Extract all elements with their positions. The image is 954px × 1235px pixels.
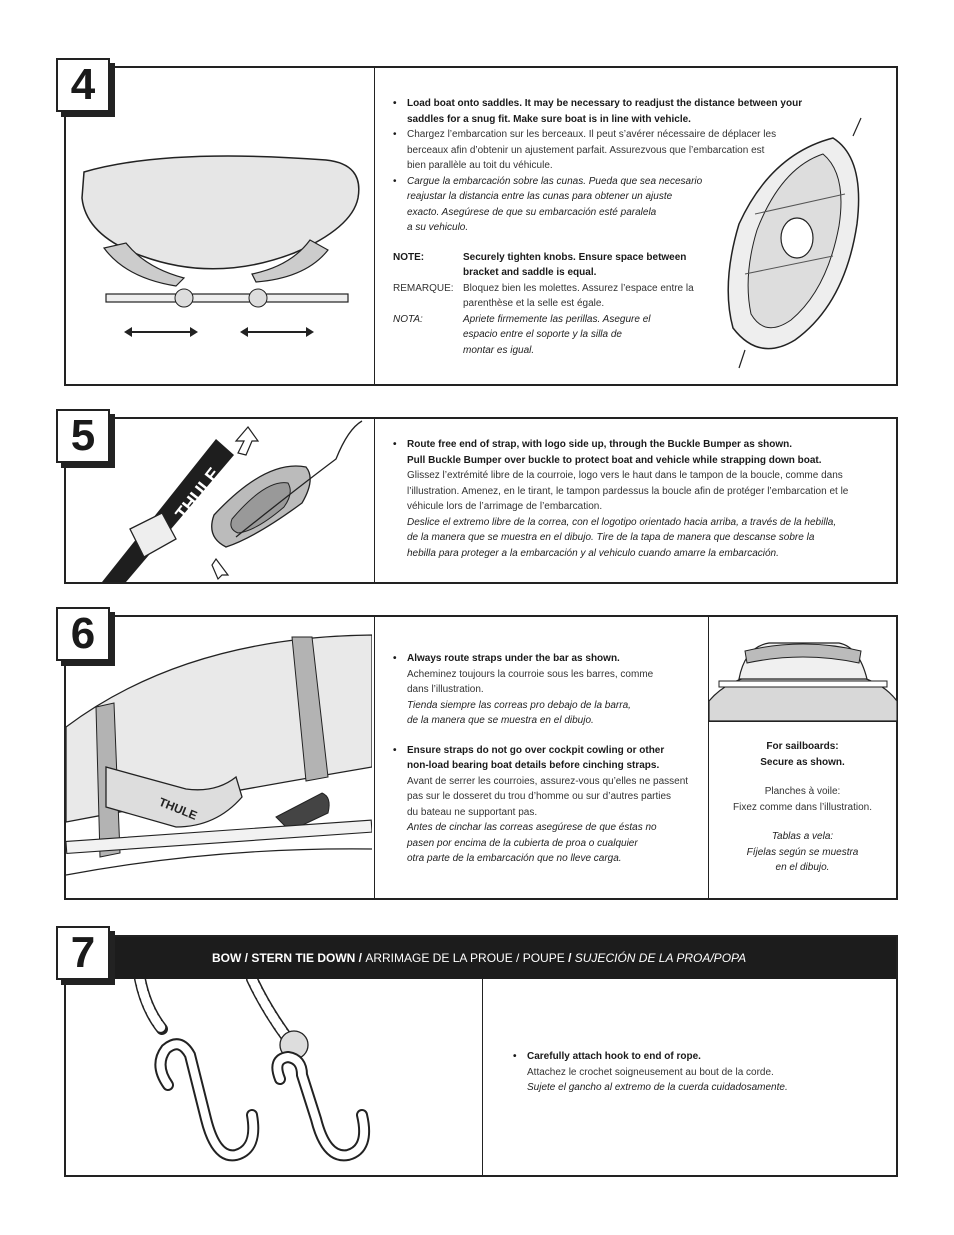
step-4-note-es: NOTA: Apriete firmemente las perillas. A…	[393, 313, 651, 356]
step-4-bullet-es: Cargue la embarcación sobre las cunas. P…	[393, 174, 833, 236]
step-4-text-cell: Load boat onto saddles. It may be necess…	[374, 68, 896, 384]
step-6-text-cell: Always route straps under the bar as sho…	[374, 617, 708, 898]
step-4-instructions: Load boat onto saddles. It may be necess…	[393, 96, 833, 358]
step-4-note-fr: REMARQUE: Bloquez bien les molettes. Ass…	[393, 282, 694, 310]
sailboard-on-car-illustration	[709, 642, 897, 721]
kayak-straps-illustration: THULE	[66, 634, 372, 876]
step-6-panel: THULE Always route straps under the bar …	[64, 615, 898, 900]
step-5-badge: 5	[56, 409, 110, 463]
step-5-bullet: Route free end of strap, with logo side …	[393, 437, 893, 561]
sailboard-instructions: For sailboards: Secure as shown. Planche…	[733, 741, 872, 873]
step-4-panel: Load boat onto saddles. It may be necess…	[64, 66, 898, 386]
step-7-banner: BOW / STERN TIE DOWN / ARRIMAGE DE LA PR…	[66, 937, 896, 979]
step-6-bullet-2: Ensure straps do not go over cockpit cow…	[393, 743, 703, 867]
step-4-badge: 4	[56, 58, 110, 112]
step-6-instructions: Always route straps under the bar as sho…	[393, 651, 703, 867]
step-7-badge: 7	[56, 926, 110, 980]
step-7-panel: BOW / STERN TIE DOWN / ARRIMAGE DE LA PR…	[64, 935, 898, 1177]
step-5-illustration: THULE	[66, 419, 374, 582]
step-4-bullet-en: Load boat onto saddles. It may be necess…	[393, 96, 833, 127]
step-7-instructions: Carefully attach hook to end of rope. At…	[513, 1049, 873, 1096]
step-6-badge: 6	[56, 607, 110, 661]
step-4-bullet-fr: Chargez l’embarcation sur les berceaux. …	[393, 127, 833, 174]
step-5-panel: THULE Route free end of strap, with logo…	[64, 417, 898, 584]
step-7-text-cell: Carefully attach hook to end of rope. At…	[482, 979, 896, 1175]
buckle-bumper-illustration: THULE	[102, 420, 363, 582]
step-4-illustration	[66, 68, 374, 384]
step-6-illustration: THULE	[66, 617, 374, 898]
step-6-sailboard-cell: For sailboards: Secure as shown. Planche…	[708, 617, 897, 898]
step-7-bullet: Carefully attach hook to end of rope. At…	[513, 1049, 873, 1096]
step-5-instructions: Route free end of strap, with logo side …	[393, 437, 893, 561]
step-7-illustration	[66, 979, 482, 1175]
boat-on-saddles-illustration	[81, 155, 360, 337]
step-5-text-cell: Route free end of strap, with logo side …	[374, 419, 896, 582]
boat-top-view-illustration	[727, 117, 862, 369]
step-6-bullet-1: Always route straps under the bar as sho…	[393, 651, 703, 729]
step-4-note-en: NOTE: Securely tighten knobs. Ensure spa…	[393, 251, 687, 279]
rope-hooks-illustration	[134, 979, 371, 1162]
